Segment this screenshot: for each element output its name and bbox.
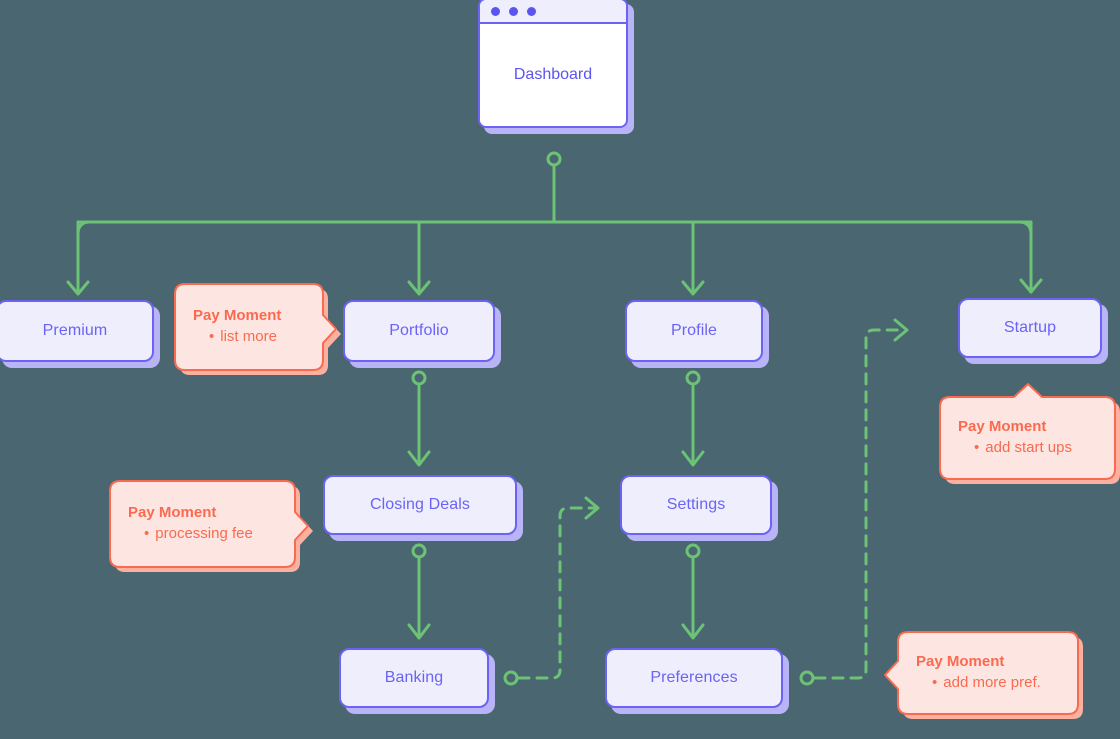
dashboard-window[interactable]: Dashboard xyxy=(478,0,628,128)
edge-banking-to-settings-arrow xyxy=(584,496,600,520)
callout-text: Pay Moment • add more pref. xyxy=(898,632,1078,714)
edge-bus-to-premium xyxy=(66,220,90,296)
node-settings[interactable]: Settings xyxy=(620,475,772,535)
callout-text: Pay Moment • add start ups xyxy=(940,397,1115,479)
callout-body xyxy=(884,631,1079,715)
node-label: Premium xyxy=(42,322,108,339)
window-title-bar xyxy=(480,0,626,24)
callout-item-label: add start ups xyxy=(985,439,1072,457)
bullet-icon: • xyxy=(144,525,150,543)
callout-text: Pay Moment • list more xyxy=(175,284,323,370)
node-label: Startup xyxy=(1003,319,1057,336)
node-label: Closing Deals xyxy=(369,496,470,513)
edge-bus-to-portfolio xyxy=(407,220,431,296)
node-label: Preferences xyxy=(650,669,738,686)
callout-add-start-ups[interactable]: Pay Moment • add start ups xyxy=(939,383,1120,484)
node-label: Settings xyxy=(666,496,726,513)
node-portfolio[interactable]: Portfolio xyxy=(343,300,495,362)
callout-list-more[interactable]: Pay Moment • list more xyxy=(174,283,341,375)
edge-banking-to-settings xyxy=(503,506,596,686)
callout-item: • add more pref. xyxy=(916,672,1066,694)
node-banking[interactable]: Banking xyxy=(339,648,489,708)
bullet-icon: • xyxy=(209,328,215,346)
callout-item: • list more xyxy=(193,326,311,348)
edge-settings-to-preferences xyxy=(681,543,705,640)
node-label: Profile xyxy=(670,322,718,339)
callout-item-label: add more pref. xyxy=(943,674,1041,692)
edge-profile-to-settings xyxy=(681,370,705,467)
edge-bus-to-startup xyxy=(1019,220,1043,294)
callout-body xyxy=(174,283,337,371)
callout-title: Pay Moment xyxy=(128,504,217,521)
bullet-icon: • xyxy=(932,674,938,692)
callout-title: Pay Moment xyxy=(193,307,282,324)
node-closing-deals[interactable]: Closing Deals xyxy=(323,475,517,535)
window-dot-3 xyxy=(527,6,536,16)
callout-text: Pay Moment • processing fee xyxy=(110,481,295,567)
window-body: Dashboard xyxy=(480,24,626,126)
edge-portfolio-to-closing-deals xyxy=(407,370,431,467)
flowchart-canvas: Dashboard Premium Portfolio Profile Startup… xyxy=(0,0,1120,719)
callout-title: Pay Moment xyxy=(916,653,1005,670)
edge-bus-to-profile xyxy=(681,220,705,296)
window-dot-2 xyxy=(509,6,518,16)
edge-closing-deals-to-banking xyxy=(407,543,431,640)
callout-item-label: list more xyxy=(220,328,277,346)
bullet-icon: • xyxy=(974,439,980,457)
node-preferences[interactable]: Preferences xyxy=(605,648,783,708)
edge-dashboard-to-bus xyxy=(546,151,562,224)
node-startup[interactable]: Startup xyxy=(958,298,1102,358)
callout-body xyxy=(939,383,1116,480)
node-profile[interactable]: Profile xyxy=(625,300,763,362)
edge-preferences-to-startup-arrow xyxy=(893,318,909,342)
node-label: Portfolio xyxy=(389,322,449,339)
node-label: Banking xyxy=(384,669,444,686)
callout-processing-fee[interactable]: Pay Moment • processing fee xyxy=(109,480,313,572)
callout-item-label: processing fee xyxy=(155,525,253,543)
node-premium[interactable]: Premium xyxy=(0,300,154,362)
callout-add-more-pref[interactable]: Pay Moment • add more pref. xyxy=(884,631,1083,719)
callout-title: Pay Moment xyxy=(958,418,1047,435)
dashboard-label: Dashboard xyxy=(513,66,593,83)
callout-item: • add start ups xyxy=(958,437,1103,459)
callout-body xyxy=(109,480,309,568)
window-dot-1 xyxy=(491,6,500,16)
callout-item: • processing fee xyxy=(128,523,283,545)
